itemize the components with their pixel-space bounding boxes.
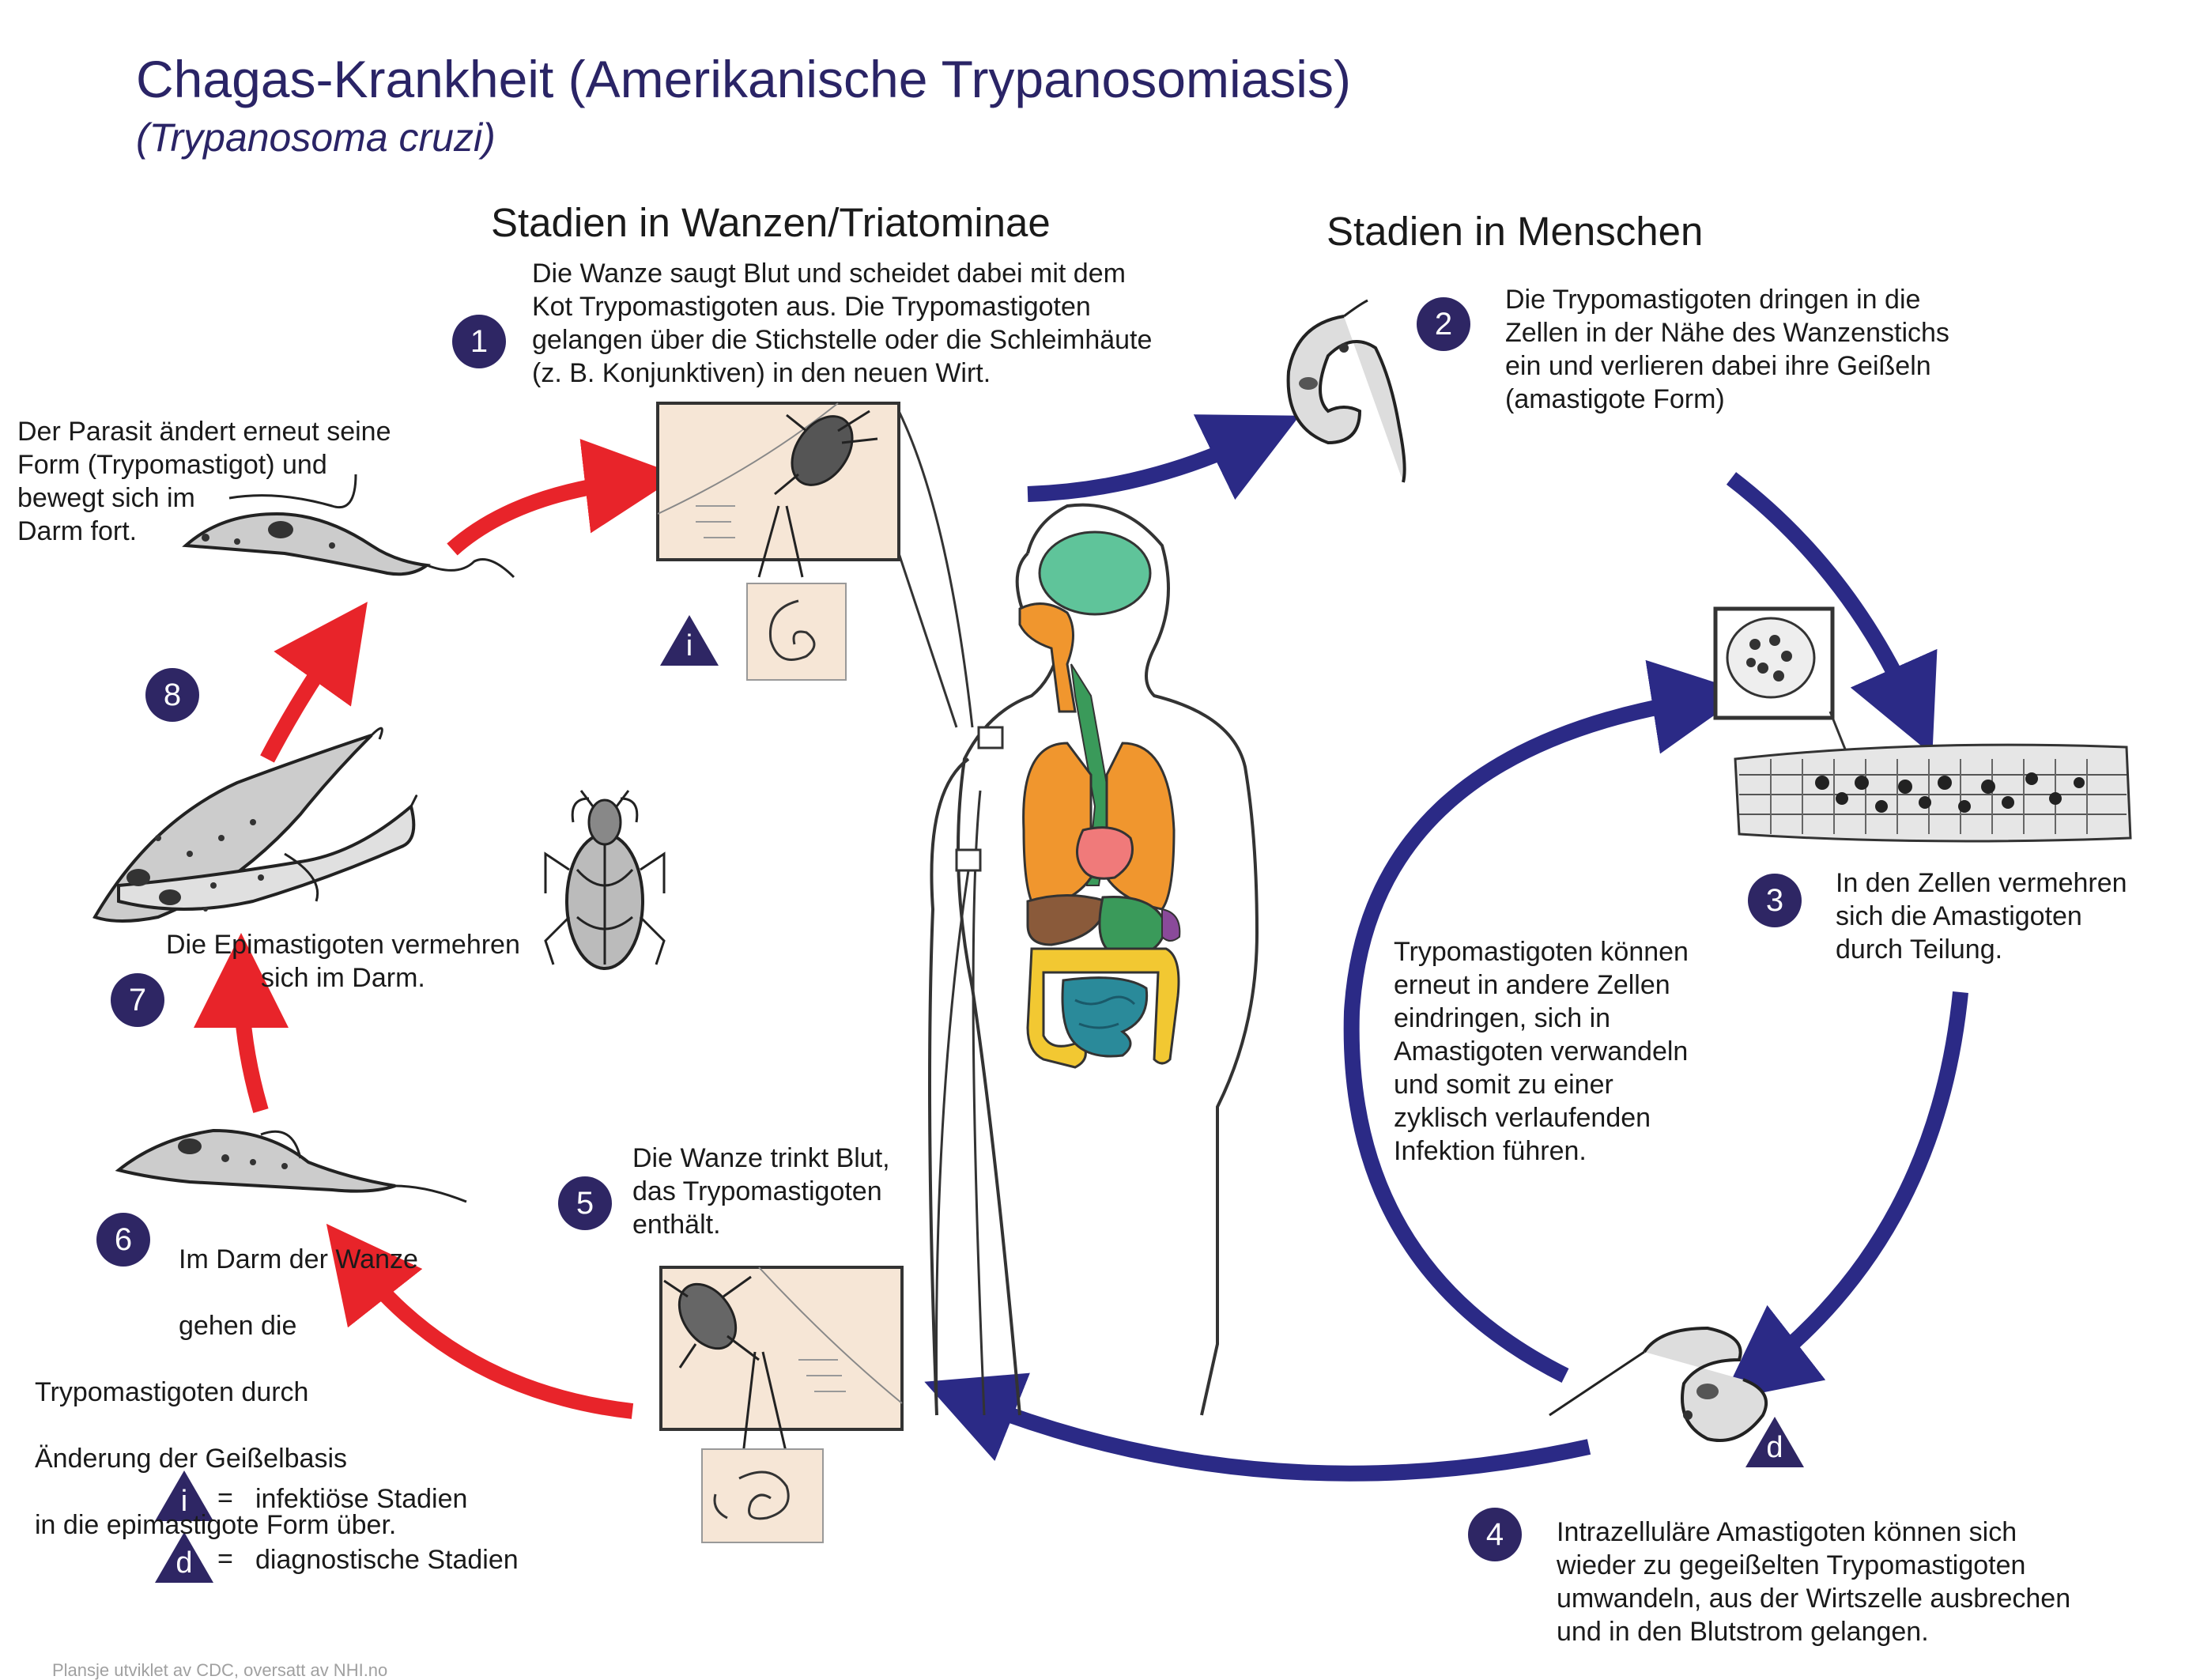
step-6-text-line5: in die epimastigote Form über. xyxy=(35,1510,397,1540)
trypomastigote-step8 xyxy=(182,474,515,579)
step-5-text: Die Wanze trinkt Blut, das Trypomastigot… xyxy=(632,1143,890,1240)
bite-panel-top xyxy=(656,402,900,681)
arrow-3-to-4 xyxy=(1721,991,1968,1401)
step-5-badge: 5 xyxy=(558,1176,612,1230)
step-2-badge: 2 xyxy=(1417,297,1470,351)
step-6-badge: 6 xyxy=(96,1213,150,1267)
bite-panel-bottom xyxy=(659,1266,904,1543)
step-6-text-line2: gehen die xyxy=(179,1311,297,1341)
arrow-6-to-7 xyxy=(194,933,289,1113)
spleen xyxy=(1161,908,1181,942)
nasal-throat xyxy=(1018,602,1077,713)
step-6-text: Im Darm der Wanze gehen die Trypomastigo… xyxy=(35,1210,418,1575)
step-7-text: Die Epimastigoten vermehren sich im Darm… xyxy=(166,930,520,993)
step-2-text: Die Trypomastigoten dringen in die Zelle… xyxy=(1505,285,1949,414)
colon xyxy=(1026,947,1180,1069)
arrow-8-to-1 xyxy=(447,439,680,556)
legend-infective-label: infektiöse Stadien xyxy=(255,1484,468,1514)
step-6-text-line3: Trypomastigoten durch xyxy=(35,1377,309,1407)
step-1-text: Die Wanze saugt Blut und scheidet dabei … xyxy=(532,259,1153,388)
legend-diagnostic-triangle xyxy=(155,1532,213,1583)
step-6-text-line1: Im Darm der Wanze xyxy=(179,1244,418,1274)
trypomastigote-step4 xyxy=(1549,1326,1768,1442)
legend-diagnostic-letter: d xyxy=(175,1546,193,1580)
trypomastigote-step2 xyxy=(1286,299,1406,483)
marker-infective-triangle xyxy=(660,615,719,666)
marker-infective-letter: i xyxy=(685,629,693,663)
step-8-text: Der Parasit ändert erneut seine Form (Tr… xyxy=(17,417,391,546)
step-7-badge: 7 xyxy=(111,973,164,1027)
step-3-text: In den Zellen vermehren sich die Amastig… xyxy=(1836,868,2127,965)
page-title: Chagas-Krankheit (Amerikanische Trypanos… xyxy=(136,50,1351,108)
footer-credit: Plansje utviklet av CDC, oversatt av NHI… xyxy=(52,1660,388,1680)
cycle-note-text: Trypomastigoten können erneut in andere … xyxy=(1394,937,1689,1166)
muscle-tissue-step3 xyxy=(1713,606,2132,843)
marker-diagnostic-triangle xyxy=(1745,1417,1804,1467)
step-3-badge: 3 xyxy=(1748,874,1802,927)
human-figure xyxy=(897,410,1259,1416)
step-1-badge: 1 xyxy=(452,315,506,368)
arrow-cycle-back xyxy=(1343,659,1747,1383)
legend-infective-letter: i xyxy=(180,1485,188,1518)
step-4-badge: 4 xyxy=(1468,1508,1522,1561)
epimastigotes-step7 xyxy=(92,727,418,923)
step-4-text: Intrazelluläre Amastigoten können sich w… xyxy=(1557,1517,2071,1647)
page-subtitle: (Trypanosoma cruzi) xyxy=(136,115,496,160)
trypomastigote-step6 xyxy=(115,1128,467,1203)
arrow-5-to-6 xyxy=(326,1223,634,1419)
step-6-text-line4: Änderung der Geißelbasis xyxy=(35,1444,348,1474)
legend-infective-eq: = xyxy=(217,1483,233,1513)
lung-left xyxy=(1022,742,1093,911)
step-8-badge: 8 xyxy=(145,668,199,722)
organs xyxy=(1018,530,1181,1069)
arrow-7-to-8 xyxy=(260,602,368,763)
small-intestine xyxy=(1061,976,1149,1058)
lung-right xyxy=(1105,742,1176,911)
legend-diagnostic-label: diagnostische Stadien xyxy=(255,1545,519,1575)
brain xyxy=(1038,530,1152,616)
heart xyxy=(1076,826,1134,880)
triatomine-bug xyxy=(544,790,666,970)
legend-infective-triangle xyxy=(155,1470,213,1521)
arrow-1-to-2 xyxy=(1027,414,1300,502)
legend-diagnostic-eq: = xyxy=(217,1544,233,1574)
liver xyxy=(1026,894,1108,946)
arrow-2-to-3 xyxy=(1726,472,1938,755)
marker-diagnostic-letter: d xyxy=(1766,1431,1783,1464)
arrow-4-to-5 xyxy=(924,1372,1591,1482)
section-heading-bug: Stadien in Wanzen/Triatominae xyxy=(491,200,1051,245)
section-heading-human: Stadien in Menschen xyxy=(1327,209,1704,254)
